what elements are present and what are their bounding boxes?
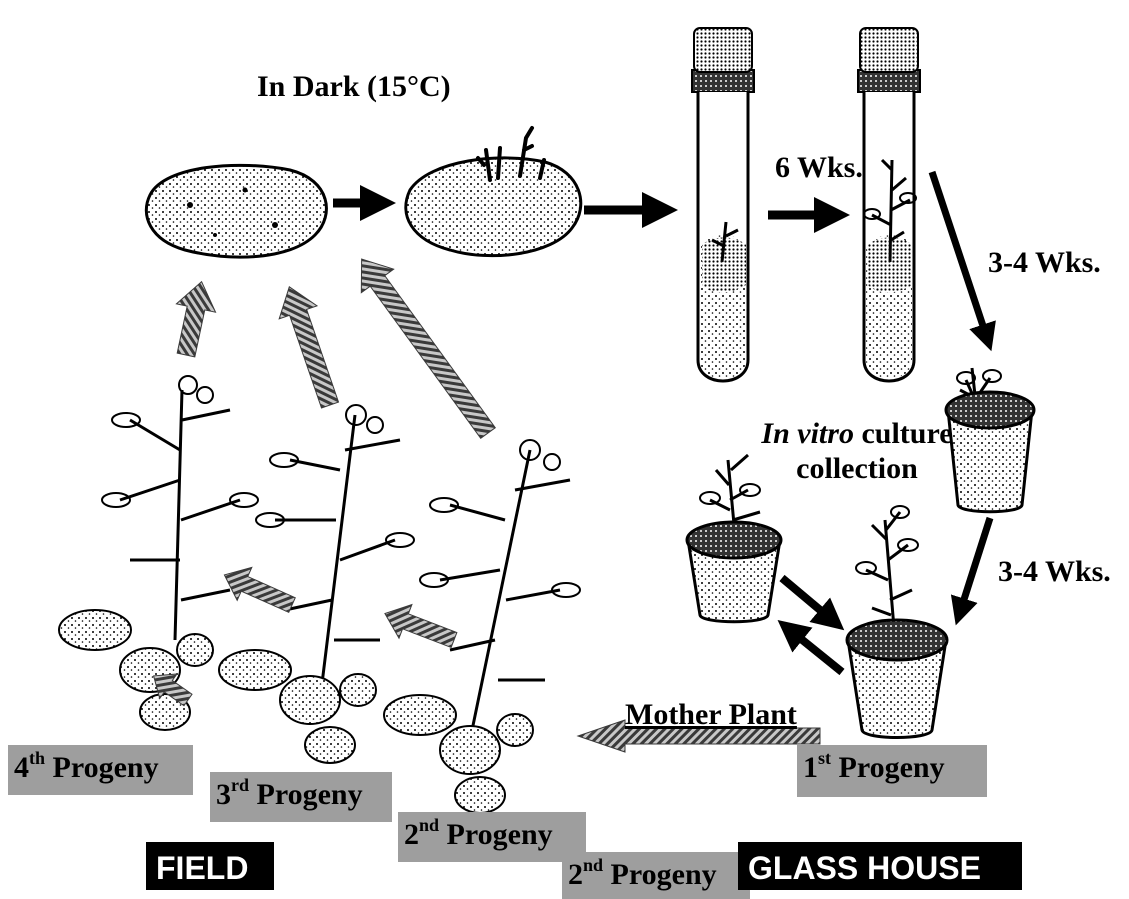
arrow-2nd-to-tuber	[345, 247, 504, 444]
progeny-num: 3	[216, 778, 231, 811]
progeny-word: Progeny	[249, 778, 363, 811]
label-4th-progeny: 4th Progeny	[8, 745, 193, 795]
progeny-word: Progeny	[439, 818, 553, 851]
label-three-four-weeks-bottom: 3-4 Wks.	[998, 557, 1111, 587]
label-in-dark: In Dark (15°C)	[257, 72, 451, 102]
arrow-pot-to-mother-pot	[960, 518, 990, 612]
progeny-sup: th	[29, 748, 45, 768]
progeny-num: 2	[404, 818, 419, 851]
label-invitro-rest: culture	[854, 417, 953, 450]
label-mother-plant: Mother Plant	[625, 700, 797, 730]
progeny-num: 1	[803, 751, 818, 784]
tuber-sprouting-icon	[406, 128, 581, 256]
arrow-3rd-to-tuber	[270, 280, 349, 411]
progeny-num: 4	[14, 751, 29, 784]
label-2nd-progeny-lower: 2nd Progeny	[562, 852, 750, 899]
progeny-sup: st	[818, 748, 831, 768]
pot-mother-plant-icon	[847, 506, 947, 738]
arrow-2nd-to-3rd	[378, 597, 460, 657]
label-three-four-weeks-top: 3-4 Wks.	[988, 248, 1101, 278]
progeny-word: Progeny	[831, 751, 945, 784]
label-3rd-progeny: 3rd Progeny	[210, 772, 392, 822]
arrow-to-mother-pot	[782, 578, 832, 620]
label-collection: collection	[796, 452, 918, 485]
label-2nd-progeny-upper: 2nd Progeny	[398, 812, 586, 862]
label-six-weeks: 6 Wks.	[775, 153, 863, 183]
progeny-sup: nd	[419, 815, 439, 835]
zone-glass-house: GLASS HOUSE	[738, 842, 1022, 890]
label-1st-progeny: 1st Progeny	[797, 745, 987, 797]
progeny-sup: rd	[231, 775, 249, 795]
zone-field: FIELD	[146, 842, 274, 890]
test-tube-1-icon	[692, 28, 754, 381]
progeny-sup: nd	[583, 855, 603, 875]
arrow-to-left-pot	[790, 630, 842, 672]
test-tube-2-icon	[858, 28, 920, 381]
tuber-dormant-icon	[146, 165, 326, 257]
label-invitro-collection: In vitro culture collection	[742, 417, 972, 486]
progeny-num: 2	[568, 858, 583, 891]
progeny-word: Progeny	[603, 858, 717, 891]
arrow-tube-to-pot	[932, 172, 987, 338]
arrow-4th-to-tuber	[166, 277, 221, 359]
progeny-word: Progeny	[45, 751, 159, 784]
label-invitro-italic: In vitro	[761, 417, 854, 450]
